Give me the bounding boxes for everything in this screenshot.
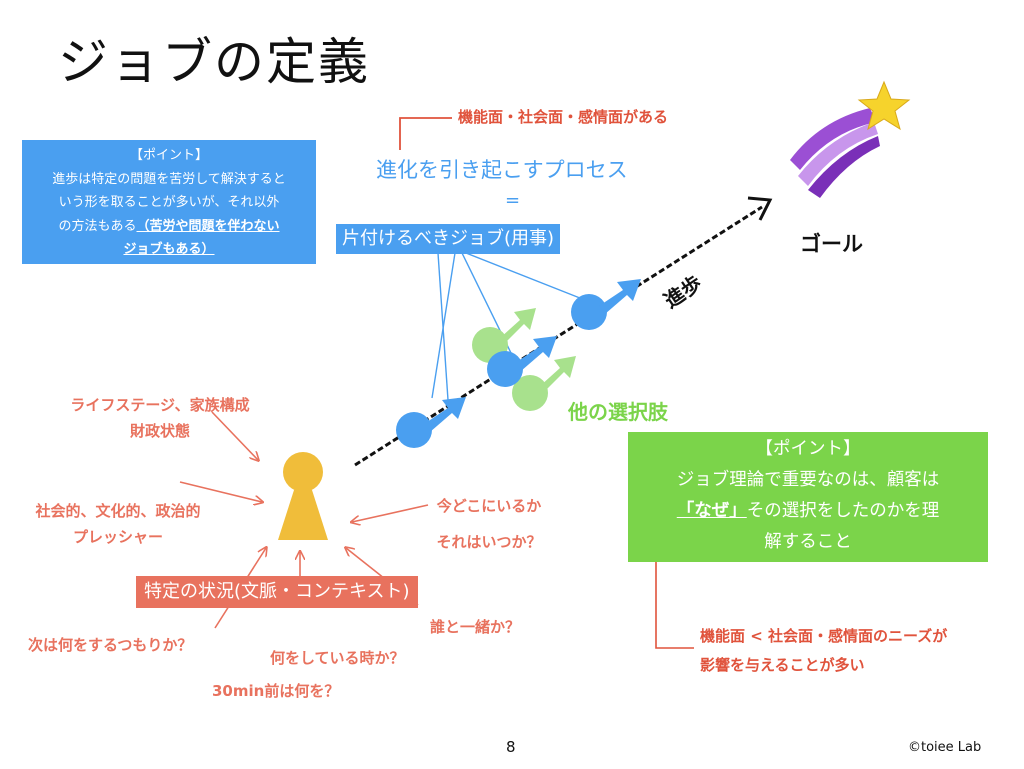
step-dot-2 (487, 351, 523, 387)
process-equals: = (505, 190, 521, 211)
alt-arrow-1 (500, 308, 536, 343)
step-dot-1 (396, 412, 432, 448)
right-note-line2: 影響を与えることが多い (700, 656, 865, 674)
progress-line (354, 205, 763, 467)
where-line1: 今どこにいるか (436, 497, 542, 515)
point-box-left: 【ポイント】 進歩は特定の問題を苦労して解決すると いう形を取ることが多いが、そ… (22, 140, 316, 264)
pressure-label: 社会的、文化的、政治的 プレッシャー (12, 498, 224, 550)
point-left-heading: 【ポイント】 (129, 148, 208, 163)
alt-dot-2 (512, 375, 548, 411)
next-label: 次は何をするつもりか？ (28, 636, 193, 654)
right-note-connector (655, 540, 694, 649)
progress-arrowhead (747, 196, 773, 221)
alternatives-label: 他の選択肢 (568, 400, 668, 424)
with-whom-label: 誰と一緒か？ (430, 618, 521, 636)
point-left-line2: いう形を取ることが多いが、それ以外 (58, 195, 280, 210)
alternative-paths (472, 308, 576, 411)
point-right-line3: 解すること (764, 532, 852, 552)
point-left-line1: 進歩は特定の問題を苦労して解決すると (52, 171, 286, 187)
step-arrow-3 (599, 279, 641, 314)
point-left-line4-emphasis: ジョブもある） (123, 242, 215, 257)
page-title: ジョブの定義 (58, 33, 370, 91)
where-label: 今どこにいるか それはいつか？ (414, 488, 564, 560)
before-label: 30min前は何を？ (212, 682, 340, 700)
job-progress-steps (396, 279, 641, 448)
doing-label: 何をしている時か？ (270, 649, 405, 667)
pressure-line1: 社会的、文化的、政治的 (35, 502, 201, 520)
where-line2: それはいつか？ (436, 533, 542, 551)
point-right-heading: 【ポイント】 (755, 439, 861, 459)
goal-label: ゴール (800, 232, 863, 256)
context-box: 特定の状況(文脈・コンテキスト) (136, 576, 418, 608)
top-note: 機能面・社会面・感情面がある (458, 108, 669, 126)
life-stage-label: ライフステージ、家族構成 財政状態 (44, 392, 276, 444)
right-note-line1: 機能面 < 社会面・感情面のニーズが (700, 627, 948, 645)
point-left-line3-emphasis: （苦労や問題を伴わない (136, 218, 280, 234)
step-arrow-2 (515, 336, 557, 371)
top-note-connector (399, 117, 452, 150)
page-number: 8 (506, 738, 516, 756)
point-left-line3: の方法もある (58, 218, 137, 234)
person-icon (278, 452, 328, 540)
life-stage-line1: ライフステージ、家族構成 (70, 396, 250, 414)
alt-arrow-2 (540, 356, 576, 391)
step-arrow-1 (424, 397, 466, 432)
life-stage-line2: 財政状態 (129, 422, 190, 440)
point-box-right: 【ポイント】 ジョブ理論で重要なのは、顧客は 「なぜ」その選択をしたのかを理 解… (628, 432, 988, 562)
process-line: 進化を引き起こすプロセス (376, 158, 628, 182)
right-note: 機能面 < 社会面・感情面のニーズが 影響を与えることが多い (700, 622, 947, 680)
point-right-naze: 「なぜ」 (676, 501, 747, 521)
step-dot-3 (571, 294, 607, 330)
point-right-line2: その選択をしたのかを理 (746, 501, 940, 521)
copyright: ©toiee Lab (908, 740, 982, 755)
point-right-line1: ジョブ理論で重要なのは、顧客は (676, 470, 940, 490)
shooting-star-icon (790, 80, 911, 198)
job-box: 片付けるべきジョブ(用事) (336, 224, 561, 254)
pressure-line2: プレッシャー (72, 528, 163, 546)
